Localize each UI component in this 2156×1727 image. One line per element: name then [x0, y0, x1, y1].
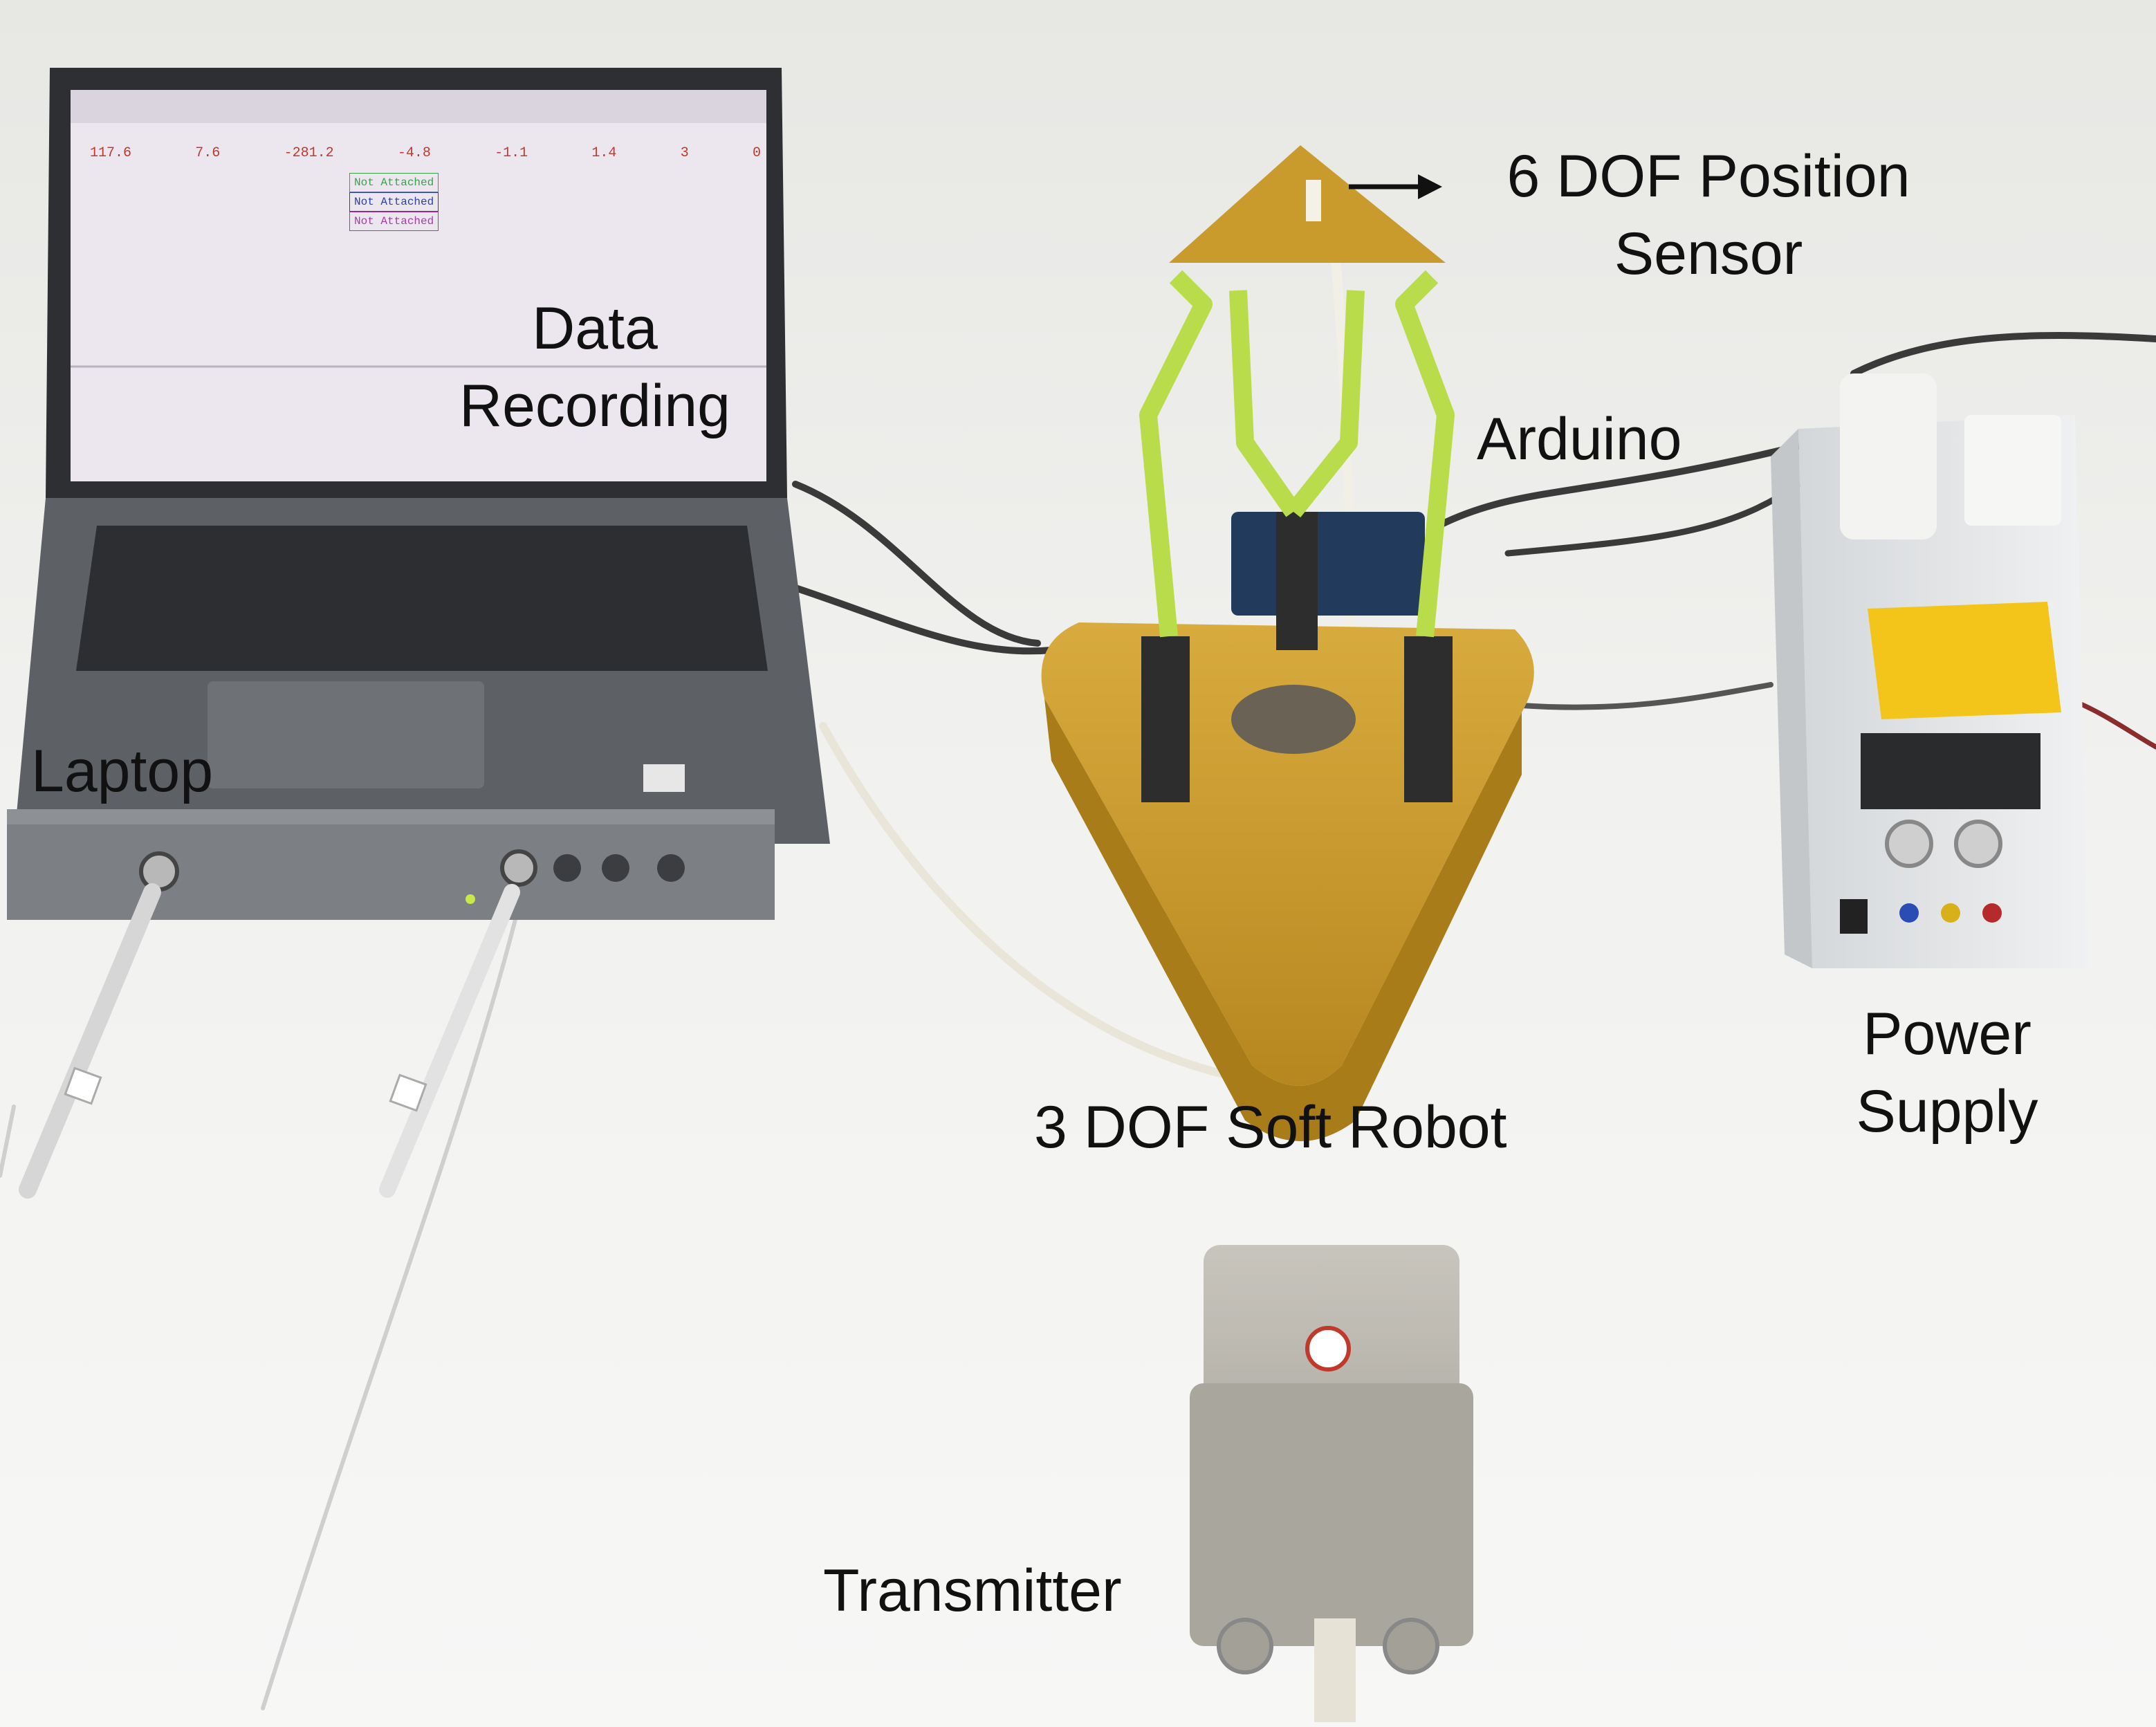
label-data-recording-line1: Data: [532, 295, 658, 362]
bellows-actuator: [1141, 636, 1190, 802]
label-position-sensor: 6 DOF Position Sensor: [1453, 138, 1964, 293]
laptop-sticker: [643, 764, 685, 792]
label-laptop: Laptop: [31, 738, 214, 804]
arduino-board: [1231, 512, 1425, 616]
laptop-screen-readout: 117.6 7.6 -281.2 -4.8 -1.1 1.4 3 0: [90, 145, 761, 173]
label-data-recording: Data Recording: [429, 290, 761, 445]
readout-value: 7.6: [195, 145, 221, 161]
bellows-actuator: [1276, 512, 1318, 650]
power-supply-knob: [1954, 820, 2002, 868]
sensor-status-3: Not Attached: [349, 212, 439, 231]
label-position-sensor-line1: 6 DOF Position: [1507, 143, 1910, 210]
readout-value: -281.2: [284, 145, 334, 161]
robot-legs: [1139, 270, 1455, 638]
laptop: [14, 68, 830, 844]
cables: [0, 182, 2156, 1710]
label-arduino: Arduino: [1477, 406, 1682, 472]
bellows-actuator: [1404, 636, 1453, 802]
robot-base-hole: [1231, 685, 1356, 754]
transmitter: [1190, 1245, 1473, 1722]
connector-port: [139, 851, 179, 892]
transmitter-warning-label: [1305, 1326, 1351, 1372]
status-led: [466, 894, 475, 904]
laptop-screen-status-list: Not Attached Not Attached Not Attached: [349, 173, 439, 231]
readout-value: 0: [752, 145, 761, 161]
sensor-status-1: Not Attached: [349, 173, 439, 192]
power-supply-top-fixture: [1840, 373, 1937, 539]
sensor-probes: [19, 883, 520, 1199]
laptop-screen-menubar: [71, 90, 766, 123]
laptop-screen: [71, 90, 766, 481]
laptop-touchpad: [208, 681, 484, 788]
label-transmitter: Transmitter: [823, 1558, 1122, 1624]
connector-port: [500, 849, 537, 887]
label-power-supply: Power Supply: [1812, 996, 2082, 1151]
tracker-box: [7, 809, 775, 920]
readout-value: 117.6: [90, 145, 132, 161]
sensor-status-2: Not Attached: [349, 192, 439, 212]
label-power-supply-line1: Power: [1863, 1001, 2031, 1067]
sensor-arrow: [1349, 174, 1442, 199]
label-position-sensor-line2: Sensor: [1614, 220, 1803, 287]
readout-value: -1.1: [495, 145, 528, 161]
power-supply-display: [1861, 733, 2040, 809]
readout-value: 1.4: [591, 145, 617, 161]
yellow-clip: [1868, 602, 2061, 719]
soft-robot: [1041, 145, 1534, 1141]
readout-value: 3: [680, 145, 689, 161]
label-power-supply-line2: Supply: [1856, 1078, 2038, 1145]
position-sensor: [1306, 180, 1321, 221]
label-data-recording-line2: Recording: [459, 372, 730, 439]
label-soft-robot: 3 DOF Soft Robot: [1034, 1094, 1507, 1161]
readout-value: -4.8: [397, 145, 431, 161]
power-supply: [1771, 373, 2089, 968]
power-supply-knob: [1885, 820, 1933, 868]
laptop-keyboard: [76, 526, 768, 671]
